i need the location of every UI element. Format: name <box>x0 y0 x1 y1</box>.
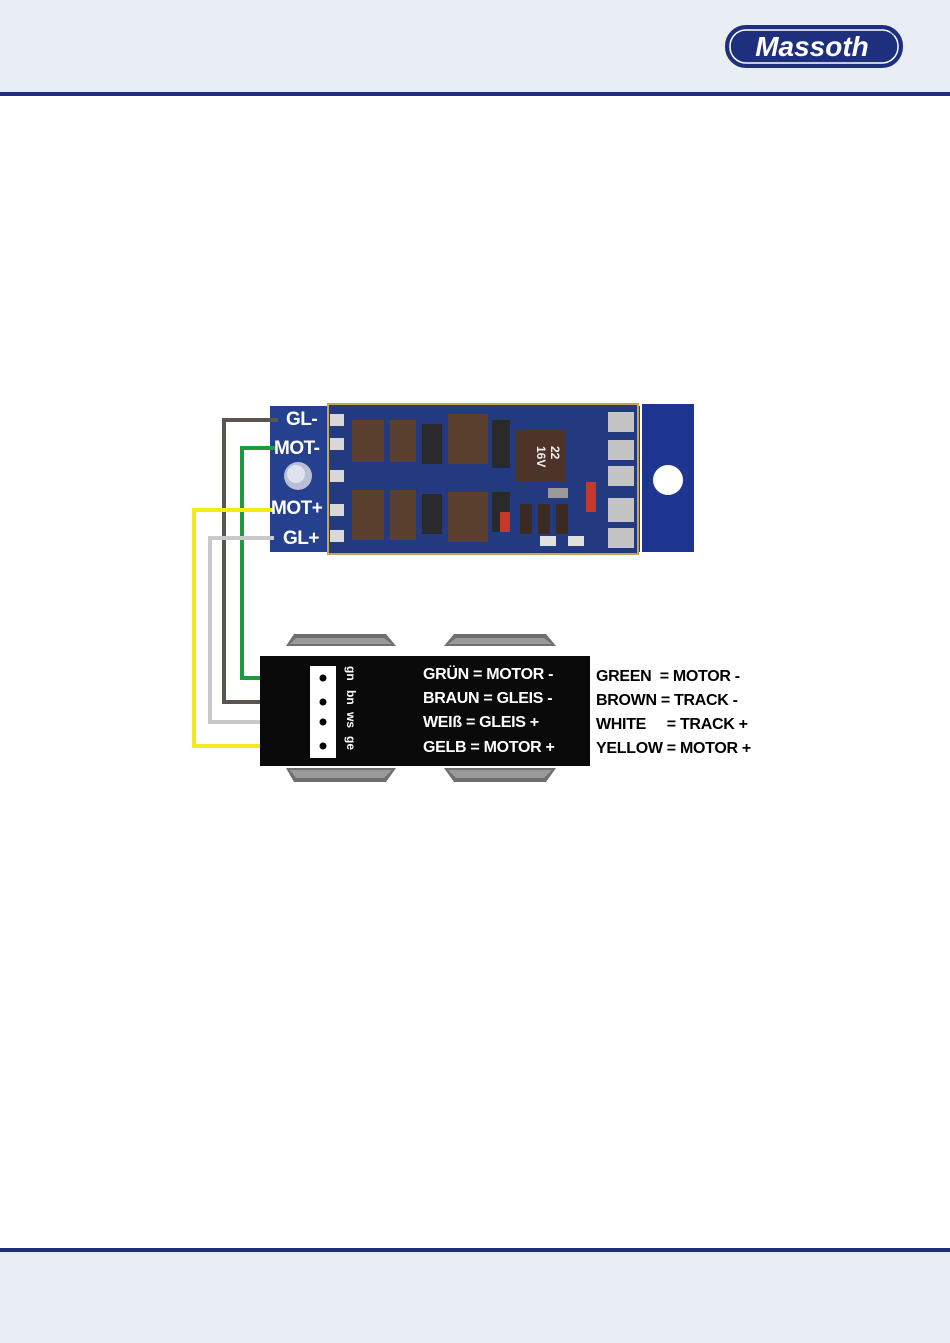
abbr-ge: ge <box>344 736 358 750</box>
capacitor-voltage: 16V <box>534 446 548 467</box>
logo-text: Massoth <box>755 31 869 62</box>
legend-en-yellow: YELLOW = MOTOR + <box>596 740 751 758</box>
pin-label-mot-minus: MOT- <box>274 438 320 460</box>
abbr-ws: ws <box>344 712 358 728</box>
massoth-logo: Massoth ® <box>724 24 904 69</box>
pin-label-gl-minus: GL- <box>286 409 317 431</box>
abbr-gn: gn <box>344 666 358 681</box>
legend-de-brown: BRAUN = GLEIS - <box>423 690 552 708</box>
wiring-diagram: 22 16V <box>190 400 765 795</box>
page-header: Massoth ® <box>0 0 950 96</box>
pin-label-mot-plus: MOT+ <box>271 498 322 520</box>
registered-mark: ® <box>890 30 896 38</box>
legend-en-white: WHITE = TRACK + <box>596 716 748 734</box>
legend-de-white: WEIß = GLEIS + <box>423 714 539 732</box>
pin-label-gl-plus: GL+ <box>283 528 319 550</box>
legend-en-green: GREEN = MOTOR - <box>596 668 740 686</box>
legend-en-brown: BROWN = TRACK - <box>596 692 738 710</box>
mounting-hole-right <box>653 465 683 495</box>
legend-de-green: GRÜN = MOTOR - <box>423 666 553 684</box>
legend-de-yellow: GELB = MOTOR + <box>423 739 555 757</box>
page-footer <box>0 1248 950 1343</box>
capacitor-value: 22 <box>548 446 562 460</box>
abbr-bn: bn <box>344 690 358 705</box>
